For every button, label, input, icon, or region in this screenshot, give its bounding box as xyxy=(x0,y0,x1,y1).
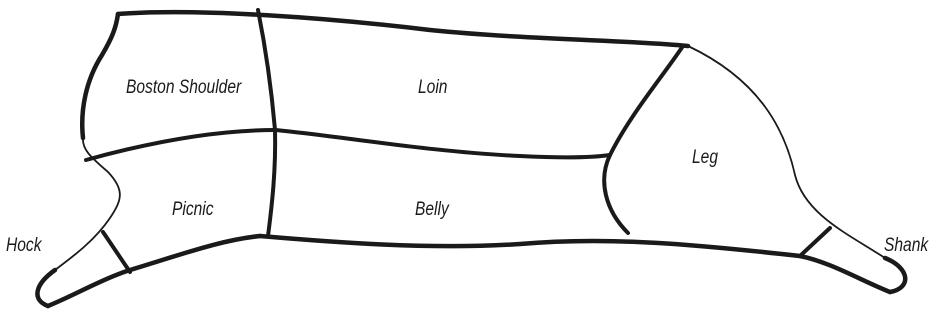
outline-shank-end xyxy=(885,258,905,292)
cut-shoulder-picnic xyxy=(86,130,275,160)
cut-shank xyxy=(800,228,830,256)
label-leg: Leg xyxy=(692,148,718,167)
label-boston-shoulder: Boston Shoulder xyxy=(126,78,241,97)
cut-hock xyxy=(103,232,130,272)
cut-shoulder-loin xyxy=(258,10,275,130)
outline-back xyxy=(118,12,688,46)
outline-foreleg-bottom xyxy=(48,236,260,306)
label-picnic: Picnic xyxy=(172,200,214,219)
cut-loin-belly xyxy=(275,130,610,157)
outline-hock-end xyxy=(37,270,55,306)
cut-loin-leg xyxy=(604,46,683,233)
label-belly: Belly xyxy=(415,200,449,219)
outline-belly-underside xyxy=(260,236,800,256)
label-shank: Shank xyxy=(884,236,928,255)
outline-shank-bottom xyxy=(800,256,890,292)
outline-front xyxy=(82,14,118,138)
label-hock: Hock xyxy=(6,236,42,255)
cut-picnic-belly xyxy=(268,130,275,236)
label-loin: Loin xyxy=(418,78,447,97)
